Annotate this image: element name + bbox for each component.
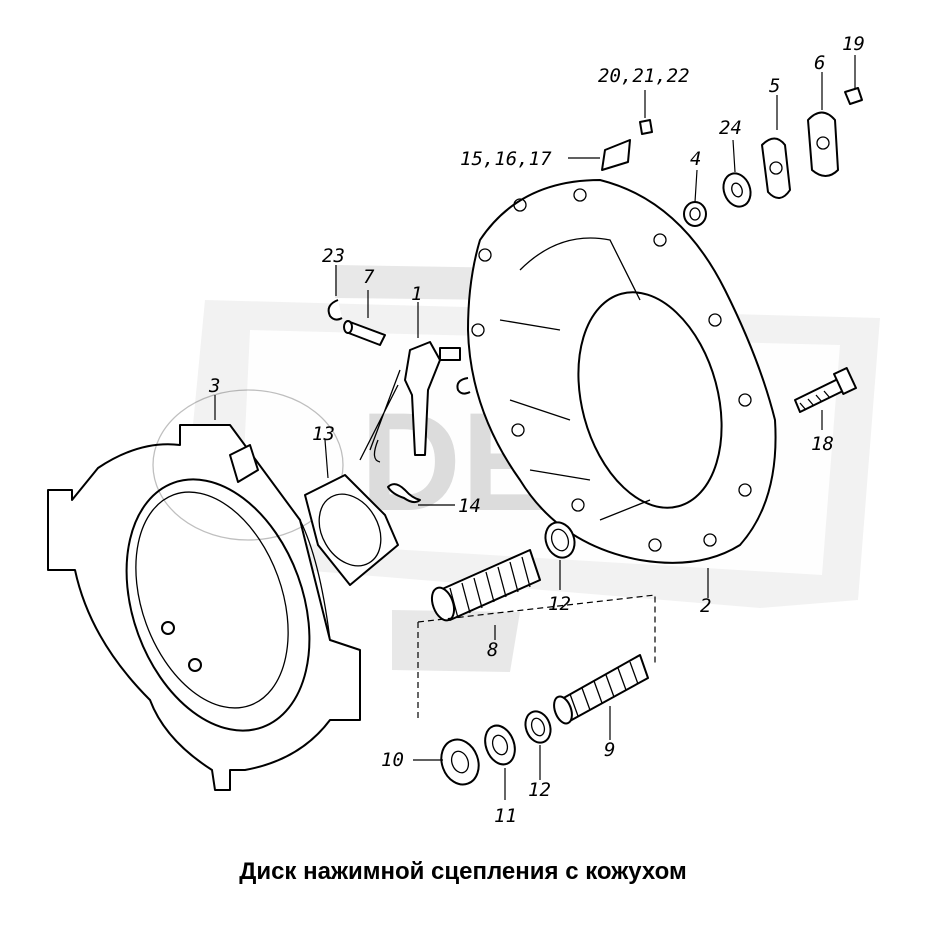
callout-3: 3 — [208, 375, 220, 397]
leader-lines — [214, 55, 856, 800]
part-4-nut — [683, 201, 707, 227]
part-10-washer — [440, 738, 480, 786]
part-1-release-lever — [359, 341, 461, 463]
callout-8: 8 — [487, 639, 498, 661]
part-14-spring-clip — [387, 483, 421, 504]
part-13-eyebolt — [304, 474, 399, 586]
callout-9: 9 — [604, 739, 615, 761]
callout-23: 23 — [322, 245, 345, 267]
callout-18: 18 — [811, 433, 834, 455]
part-5-bracket-plate — [761, 137, 791, 199]
part-3-face-outline — [152, 389, 344, 541]
callout-12-lower: 12 — [528, 779, 551, 801]
part-19-screw — [844, 87, 863, 105]
part-3-pressure-plate — [47, 424, 361, 791]
part-8-outer-spring — [430, 549, 541, 622]
part-7-pin — [343, 320, 386, 346]
callout-5: 5 — [769, 75, 780, 97]
part-2-clutch-cover — [467, 179, 777, 564]
callout-6: 6 — [814, 52, 825, 74]
callout-labels: 3 1 7 23 13 14 12 8 2 15,16,17 20,21,22 … — [208, 33, 865, 827]
part-20-21-22-pin — [639, 119, 653, 135]
part-15-16-17-tab — [601, 139, 631, 171]
part-6-bracket-plate — [807, 111, 839, 177]
part-11-washer — [484, 724, 516, 766]
diagram-caption: Диск нажимной сцепления с кожухом — [239, 858, 687, 885]
callout-4: 4 — [690, 148, 701, 170]
callout-2: 2 — [700, 595, 711, 617]
callout-7: 7 — [363, 266, 375, 288]
callout-12-upper: 12 — [548, 593, 571, 615]
callout-19: 19 — [842, 33, 865, 55]
callout-13: 13 — [312, 423, 335, 445]
part-23-retaining-clip — [327, 299, 343, 321]
spring-group-bracket — [417, 594, 656, 722]
part-12-cup-lower — [524, 710, 552, 744]
part-24-washer — [722, 172, 752, 208]
part-12-cup-upper — [544, 521, 576, 559]
part-23b-retaining-clip — [456, 377, 471, 395]
callout-1: 1 — [411, 283, 422, 305]
part-9-inner-spring — [553, 654, 649, 725]
callout-20-21-22: 20,21,22 — [598, 65, 690, 87]
callout-15-16-17: 15,16,17 — [460, 148, 552, 170]
callout-14: 14 — [458, 495, 481, 517]
callout-10: 10 — [381, 749, 404, 771]
callout-24: 24 — [719, 117, 742, 139]
part-18-bolt — [794, 367, 857, 413]
callout-11: 11 — [494, 805, 517, 827]
